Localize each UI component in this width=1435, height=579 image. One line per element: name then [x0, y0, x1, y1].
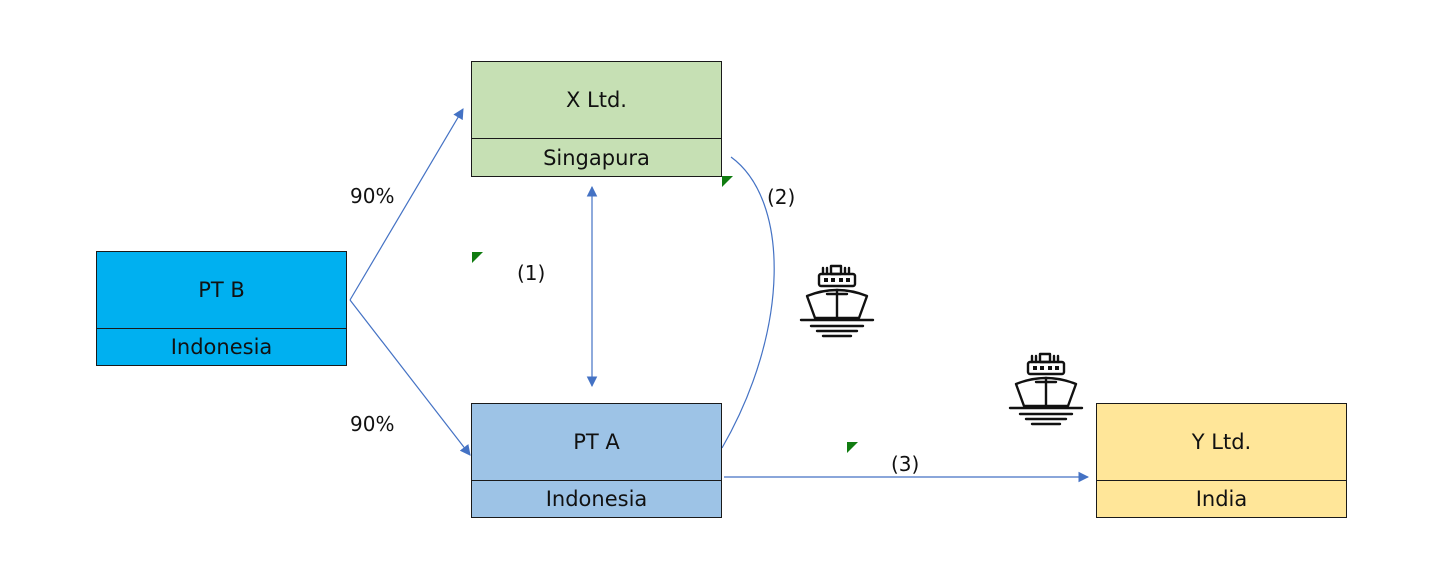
entity-country: Singapura — [543, 145, 650, 170]
transaction-label-2: (2) — [767, 185, 796, 209]
ownership-arrow-ptb-pta — [349, 299, 471, 456]
entity-name: X Ltd. — [472, 62, 721, 139]
ownership-arrow-ptb-xltd — [349, 108, 464, 301]
entity-country: Indonesia — [170, 335, 273, 359]
entity-pt-a: PT A Indonesia — [471, 403, 722, 518]
comment-marker-icon — [847, 442, 858, 453]
entity-country: India — [1195, 487, 1248, 511]
entity-y-ltd: Y Ltd. India — [1096, 403, 1347, 518]
transaction-label-3: (3) — [891, 452, 920, 476]
ship-icon — [1008, 352, 1084, 426]
entity-name: PT A — [472, 404, 721, 481]
entity-name: PT B — [97, 252, 346, 329]
ownership-label-pta: 90% — [350, 412, 395, 436]
entity-pt-b: PT B Indonesia — [96, 251, 347, 366]
ship-icon — [799, 264, 875, 338]
entity-x-ltd: X Ltd. Singapura — [471, 61, 722, 177]
entity-name: Y Ltd. — [1097, 404, 1346, 481]
transaction-label-1: (1) — [517, 261, 546, 285]
comment-marker-icon — [722, 176, 733, 187]
entity-country: Indonesia — [545, 487, 648, 511]
ownership-label-xltd: 90% — [350, 184, 395, 208]
transaction-curve-2 — [721, 156, 775, 449]
comment-marker-icon — [472, 252, 483, 263]
